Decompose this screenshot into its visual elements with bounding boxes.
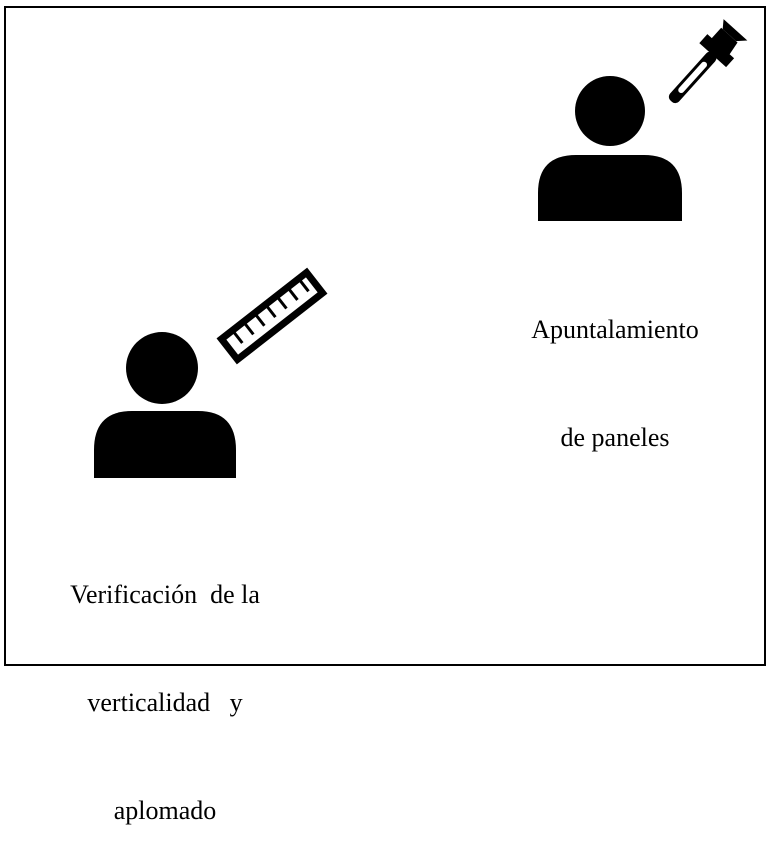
worker-body-icon <box>538 155 682 221</box>
ruler-icon <box>216 267 328 365</box>
label-line: Apuntalamiento <box>531 315 699 344</box>
worker-head-icon <box>575 76 645 146</box>
worker-ruler-figure <box>90 258 340 483</box>
label-plumb-check: Verificación de la verticalidad y aploma… <box>20 505 310 865</box>
worker-hammer-figure <box>530 15 760 230</box>
label-line: verticalidad y <box>87 688 243 717</box>
label-line: Verificación de la <box>70 580 260 609</box>
worker-body-icon <box>94 411 236 478</box>
worker-with-hammer-icon <box>538 19 748 221</box>
label-line: aplomado <box>113 796 217 825</box>
label-panel-shoring: Apuntalamiento de paneles <box>490 240 740 492</box>
label-line: de paneles <box>560 423 670 452</box>
worker-head-icon <box>126 332 198 404</box>
hammer-icon <box>668 19 748 104</box>
worker-with-ruler-icon <box>94 267 328 478</box>
